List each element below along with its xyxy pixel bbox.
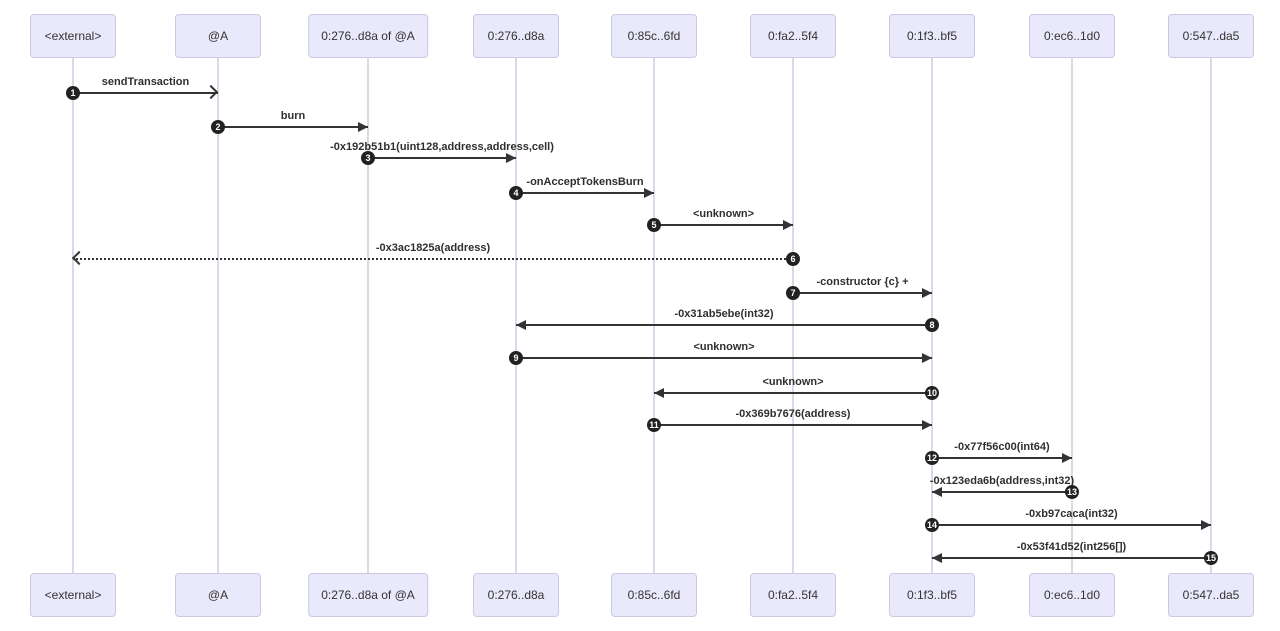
message-line	[932, 557, 1211, 559]
lifeline	[1071, 58, 1073, 573]
lifeline	[217, 58, 219, 573]
message-number-badge: 7	[786, 286, 800, 300]
message-label: <unknown>	[693, 341, 755, 353]
message-number-badge: 8	[925, 318, 939, 332]
message-label: -0x3ac1825a(address)	[375, 242, 491, 254]
message-number-badge: 10	[925, 386, 939, 400]
arrowhead-icon	[922, 353, 932, 363]
arrowhead-icon	[932, 487, 942, 497]
message-line	[932, 457, 1072, 459]
arrowhead-icon	[1201, 520, 1211, 530]
message-line	[516, 192, 654, 194]
message-label: -0xb97caca(int32)	[1025, 508, 1118, 520]
message-line	[73, 92, 218, 94]
actor-box-footer: @A	[175, 573, 261, 617]
lifeline	[653, 58, 655, 573]
message-line	[932, 491, 1072, 493]
message-line	[654, 424, 932, 426]
actor-box-footer: 0:547..da5	[1168, 573, 1254, 617]
message-number-badge: 11	[647, 418, 661, 432]
lifeline	[367, 58, 369, 573]
actor-box-header: <external>	[30, 14, 116, 58]
actor-box-header: 0:276..d8a	[473, 14, 559, 58]
actor-box-footer: 0:1f3..bf5	[889, 573, 975, 617]
actor-box-header: 0:ec6..1d0	[1029, 14, 1115, 58]
message-label: -0x77f56c00(int64)	[954, 441, 1050, 453]
message-label: -0x31ab5ebe(int32)	[674, 308, 774, 320]
message-number-badge: 9	[509, 351, 523, 365]
actor-box-footer: 0:276..d8a of @A	[308, 573, 428, 617]
message-number-badge: 5	[647, 218, 661, 232]
message-number-badge: 6	[786, 252, 800, 266]
message-number-badge: 12	[925, 451, 939, 465]
message-number-badge: 15	[1204, 551, 1218, 565]
message-number-badge: 1	[66, 86, 80, 100]
lifeline	[931, 58, 933, 573]
message-label: -0x53f41d52(int256[])	[1016, 541, 1127, 553]
message-line	[368, 157, 516, 159]
arrowhead-icon	[506, 153, 516, 163]
actor-box-footer: 0:276..d8a	[473, 573, 559, 617]
message-label: <unknown>	[692, 208, 755, 220]
message-number-badge: 14	[925, 518, 939, 532]
actor-box-header: 0:547..da5	[1168, 14, 1254, 58]
lifeline	[792, 58, 794, 573]
message-line	[516, 357, 932, 359]
message-label: burn	[280, 110, 306, 122]
lifeline	[1210, 58, 1212, 573]
lifeline	[72, 58, 74, 573]
actor-box-footer: 0:ec6..1d0	[1029, 573, 1115, 617]
message-line	[654, 224, 793, 226]
actor-box-header: 0:fa2..5f4	[750, 14, 836, 58]
message-label: sendTransaction	[101, 76, 190, 88]
message-line	[516, 324, 932, 326]
actor-box-footer: 0:85c..6fd	[611, 573, 697, 617]
actor-box-header: 0:85c..6fd	[611, 14, 697, 58]
message-line	[654, 392, 932, 394]
arrowhead-icon	[644, 188, 654, 198]
message-label: -constructor {c} +	[816, 276, 909, 288]
arrowhead-icon	[203, 84, 219, 100]
arrowhead-icon	[654, 388, 664, 398]
arrowhead-icon	[516, 320, 526, 330]
actor-box-header: 0:276..d8a of @A	[308, 14, 428, 58]
message-label: -0x369b7676(address)	[735, 408, 851, 420]
message-label: -0x192b51b1(uint128,address,address,cell…	[330, 141, 554, 153]
message-number-badge: 4	[509, 186, 523, 200]
message-line	[793, 292, 932, 294]
message-number-badge: 2	[211, 120, 225, 134]
lifeline	[515, 58, 517, 573]
message-number-badge: 13	[1065, 485, 1079, 499]
arrowhead-icon	[358, 122, 368, 132]
message-line	[73, 258, 793, 260]
actor-box-footer: <external>	[30, 573, 116, 617]
arrowhead-icon	[783, 220, 793, 230]
arrowhead-icon	[932, 553, 942, 563]
message-line	[218, 126, 368, 128]
message-line	[932, 524, 1211, 526]
actor-box-header: 0:1f3..bf5	[889, 14, 975, 58]
actor-box-header: @A	[175, 14, 261, 58]
message-label: <unknown>	[762, 376, 824, 388]
message-label: -0x123eda6b(address,int32)	[929, 475, 1075, 487]
message-label: -onAcceptTokensBurn	[526, 176, 644, 188]
arrowhead-icon	[1062, 453, 1072, 463]
message-number-badge: 3	[361, 151, 375, 165]
actor-box-footer: 0:fa2..5f4	[750, 573, 836, 617]
arrowhead-icon	[922, 288, 932, 298]
arrowhead-icon	[71, 250, 87, 266]
arrowhead-icon	[922, 420, 932, 430]
